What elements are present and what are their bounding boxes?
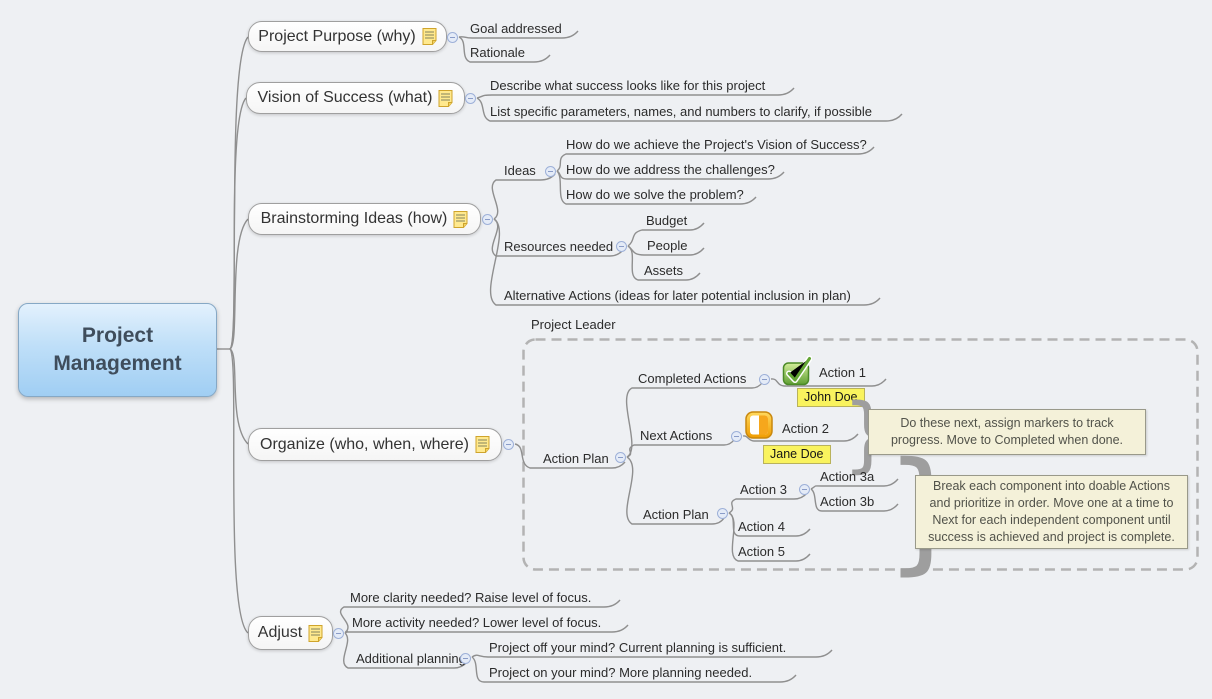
topic-action-3b[interactable]: Action 3b bbox=[820, 494, 875, 509]
topic-project-off-mind[interactable]: Project off your mind? Current planning … bbox=[489, 640, 787, 655]
task-half-done-icon[interactable] bbox=[745, 411, 773, 444]
collapse-icon[interactable] bbox=[482, 214, 493, 225]
topic-action-5[interactable]: Action 5 bbox=[738, 544, 785, 559]
summary-note-next-actions[interactable]: Do these next, assign markers to track p… bbox=[868, 409, 1146, 455]
topic-action-2[interactable]: Action 2 bbox=[782, 421, 829, 436]
root-topic-label: Project Management bbox=[53, 324, 182, 375]
topic-next-actions[interactable]: Next Actions bbox=[640, 428, 713, 443]
summary-note-action-plan[interactable]: Break each component into doable Actions… bbox=[915, 475, 1188, 549]
topic-brainstorming-ideas-label: Brainstorming Ideas (how) bbox=[260, 210, 448, 227]
collapse-icon[interactable] bbox=[717, 508, 728, 519]
collapse-icon[interactable] bbox=[799, 484, 810, 495]
topic-how-challenges[interactable]: How do we address the challenges? bbox=[566, 162, 775, 177]
topic-organize-label: Organize (who, when, where) bbox=[260, 435, 469, 453]
collapse-icon[interactable] bbox=[616, 241, 627, 252]
root-topic[interactable]: Project Management bbox=[18, 303, 217, 397]
topic-list-parameters[interactable]: List specific parameters, names, and num… bbox=[490, 104, 872, 119]
topic-action-1[interactable]: Action 1 bbox=[819, 365, 866, 380]
topic-action-4[interactable]: Action 4 bbox=[738, 519, 785, 534]
topic-vision-of-success[interactable]: Vision of Success (what) bbox=[246, 82, 465, 114]
collapse-icon[interactable] bbox=[545, 166, 556, 177]
topic-organize[interactable]: Organize (who, when, where) bbox=[248, 428, 502, 461]
topic-vision-of-success-label: Vision of Success (what) bbox=[257, 89, 433, 106]
topic-alternative-actions[interactable]: Alternative Actions (ideas for later pot… bbox=[504, 288, 851, 303]
collapse-icon[interactable] bbox=[465, 93, 476, 104]
topic-more-clarity[interactable]: More clarity needed? Raise level of focu… bbox=[350, 590, 592, 605]
topic-ideas[interactable]: Ideas bbox=[504, 163, 536, 178]
notes-icon[interactable] bbox=[453, 210, 468, 228]
notes-icon[interactable] bbox=[422, 28, 437, 45]
project-leader-boundary bbox=[522, 338, 1199, 571]
topic-people[interactable]: People bbox=[647, 238, 688, 253]
collapse-icon[interactable] bbox=[333, 628, 344, 639]
collapse-icon[interactable] bbox=[460, 653, 471, 664]
collapse-icon[interactable] bbox=[615, 452, 626, 463]
topic-additional-planning[interactable]: Additional planning bbox=[356, 651, 466, 666]
topic-how-solve[interactable]: How do we solve the problem? bbox=[566, 187, 744, 202]
topic-action-3a[interactable]: Action 3a bbox=[820, 469, 875, 484]
assignee-label-john-doe[interactable]: John Doe bbox=[797, 388, 865, 407]
topic-project-purpose-label: Project Purpose (why) bbox=[258, 27, 416, 45]
collapse-icon[interactable] bbox=[503, 439, 514, 450]
notes-icon[interactable] bbox=[475, 436, 490, 453]
topic-resources-needed[interactable]: Resources needed bbox=[504, 239, 614, 254]
collapse-icon[interactable] bbox=[447, 32, 458, 43]
boundary-label-project-leader[interactable]: Project Leader bbox=[531, 317, 616, 332]
topic-action-plan[interactable]: Action Plan bbox=[543, 451, 609, 466]
topic-budget[interactable]: Budget bbox=[646, 213, 688, 228]
topic-action-plan-sub[interactable]: Action Plan bbox=[643, 507, 709, 522]
topic-adjust[interactable]: Adjust bbox=[248, 616, 333, 650]
task-done-icon[interactable] bbox=[782, 355, 813, 391]
notes-icon[interactable] bbox=[438, 89, 453, 107]
notes-icon[interactable] bbox=[308, 624, 323, 642]
topic-rationale[interactable]: Rationale bbox=[470, 45, 525, 60]
topic-action-3[interactable]: Action 3 bbox=[740, 482, 787, 497]
topic-goal-addressed[interactable]: Goal addressed bbox=[470, 21, 562, 36]
collapse-icon[interactable] bbox=[759, 374, 770, 385]
topic-completed-actions[interactable]: Completed Actions bbox=[638, 371, 747, 386]
topic-project-purpose[interactable]: Project Purpose (why) bbox=[248, 21, 447, 52]
topic-more-activity[interactable]: More activity needed? Lower level of foc… bbox=[352, 615, 602, 630]
topic-brainstorming-ideas[interactable]: Brainstorming Ideas (how) bbox=[248, 203, 481, 235]
topic-project-on-mind[interactable]: Project on your mind? More planning need… bbox=[489, 665, 753, 680]
topic-describe-success[interactable]: Describe what success looks like for thi… bbox=[490, 78, 766, 93]
assignee-label-jane-doe[interactable]: Jane Doe bbox=[763, 445, 831, 464]
topic-assets[interactable]: Assets bbox=[644, 263, 684, 278]
collapse-icon[interactable] bbox=[731, 431, 742, 442]
topic-how-achieve[interactable]: How do we achieve the Project's Vision o… bbox=[566, 137, 867, 152]
topic-adjust-label: Adjust bbox=[257, 624, 303, 641]
